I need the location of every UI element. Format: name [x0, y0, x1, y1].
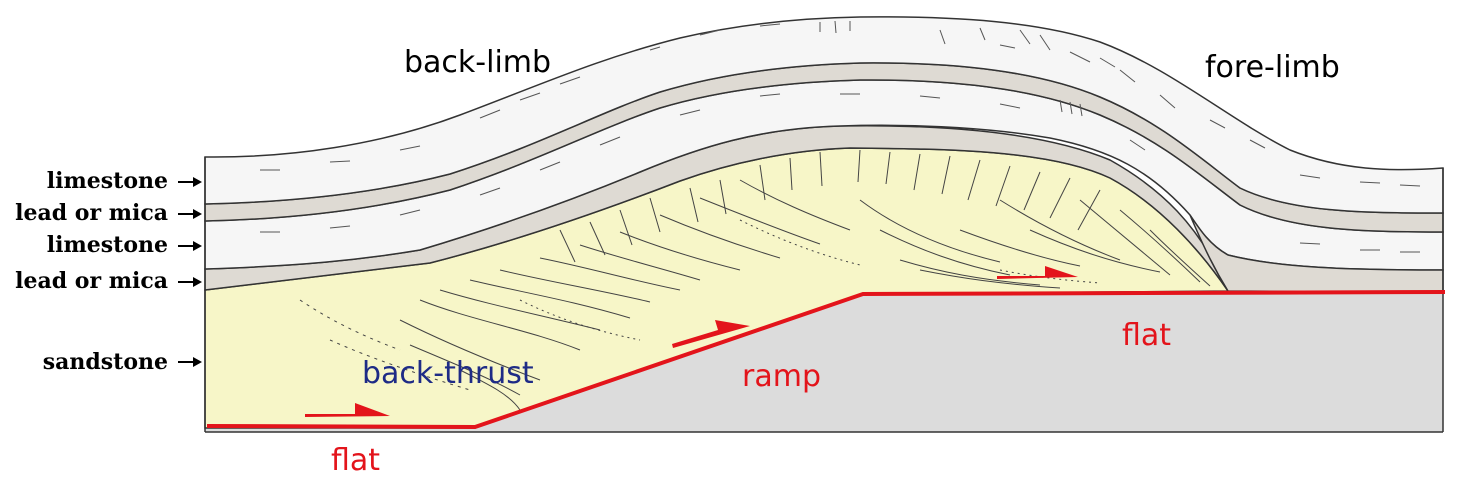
- layer-label-sandstone: sandstone: [43, 349, 168, 375]
- fore-limb-label: fore-limb: [1205, 50, 1340, 85]
- limestone-texture: [260, 20, 1421, 253]
- slip-arrow-upper: [997, 266, 1078, 279]
- layer-legend: limestone lead or mica limestone lead or…: [15, 168, 202, 375]
- ramp-label: ramp: [742, 359, 821, 394]
- right-lower-mica: [1189, 214, 1444, 293]
- flat-label-right: flat: [1122, 318, 1171, 353]
- slip-arrow-flat: [305, 403, 390, 417]
- flat-label-left: flat: [331, 443, 380, 478]
- back-thrust-label: back-thrust: [362, 356, 534, 391]
- back-limb-label: back-limb: [404, 45, 551, 80]
- basement-block: [205, 292, 1443, 432]
- sandstone-fractures: [299, 149, 1211, 411]
- layer-label-limestone-bottom: limestone: [47, 232, 168, 258]
- layer-pointer-arrows: [178, 177, 202, 367]
- layer-label-mica-bottom: lead or mica: [15, 268, 168, 294]
- slip-arrow-ramp: [672, 320, 750, 348]
- layer-label-mica-top: lead or mica: [15, 200, 168, 226]
- layer-label-limestone-top: limestone: [47, 168, 168, 194]
- slip-arrows: [305, 266, 1078, 417]
- fault-line: [206, 290, 1446, 430]
